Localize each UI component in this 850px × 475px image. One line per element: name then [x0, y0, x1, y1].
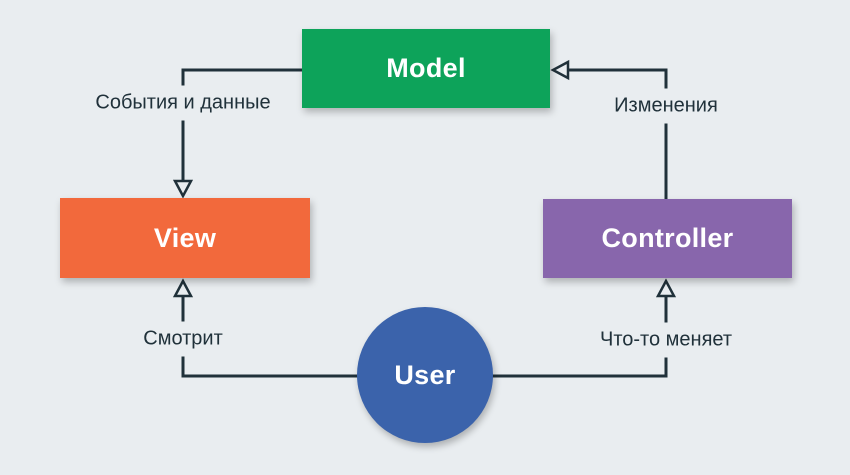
- node-model-label: Model: [386, 53, 466, 83]
- node-controller-label: Controller: [601, 223, 734, 253]
- arrowhead-into-view-bottom: [172, 278, 194, 298]
- node-model: Model: [302, 29, 550, 108]
- edge-label-looks: Смотрит: [134, 321, 232, 357]
- edge-label-changes-something: Что-то меняет: [590, 322, 742, 358]
- edge-controller-to-model-line: [569, 68, 668, 199]
- arrowhead-into-controller-bottom: [655, 278, 677, 298]
- node-view-label: View: [153, 222, 217, 253]
- edge-model-to-view-line: [181, 68, 308, 181]
- node-controller: Controller: [543, 199, 792, 278]
- edge-label-events-and-data: События и данные: [86, 85, 280, 121]
- arrowhead-into-model-right: [550, 59, 570, 81]
- node-view: View: [60, 198, 310, 278]
- node-user-label: User: [394, 359, 456, 390]
- node-user: User: [357, 307, 493, 443]
- arrowhead-into-view-top: [172, 179, 194, 199]
- edge-label-changes: Изменения: [605, 88, 727, 124]
